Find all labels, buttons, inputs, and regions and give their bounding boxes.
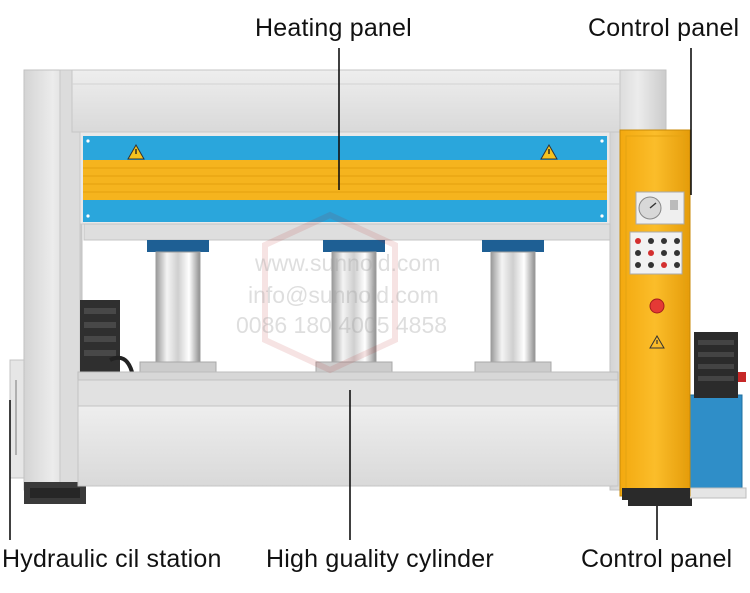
control-button (674, 250, 680, 256)
watermark-phone: 0086 180 4005 4858 (236, 312, 448, 338)
top-beam (71, 69, 621, 133)
indicator-light (661, 238, 667, 244)
label-hydraulic-station: Hydraulic cil station (2, 545, 222, 573)
heating-panel (79, 131, 611, 225)
control-cabinet (619, 129, 691, 500)
control-button (674, 262, 680, 268)
indicator-light (674, 238, 680, 244)
watermark-logo (262, 211, 398, 374)
warning-triangle-icon (649, 335, 665, 349)
indicator-light (635, 238, 641, 244)
hydraulic-station-right (685, 332, 747, 499)
warning-triangle-icon (540, 143, 558, 160)
emergency-stop-icon (649, 298, 665, 314)
control-button (648, 250, 654, 256)
warning-triangle-icon (127, 143, 145, 160)
label-control-panel-top: Control panel (588, 14, 740, 42)
cylinder-left (139, 240, 217, 391)
label-heating-panel: Heating panel (255, 14, 412, 42)
cylinder-right (474, 240, 552, 391)
label-control-panel-bottom: Control panel (581, 545, 733, 573)
lower-platen (77, 371, 619, 487)
watermark-website: www.sunnold.com (255, 250, 441, 276)
left-frame-post (23, 69, 86, 504)
upper-platen (83, 223, 611, 241)
label-cylinder: High guality cylinder (266, 545, 494, 573)
leader-lines (9, 48, 692, 540)
control-button (635, 250, 641, 256)
indicator-light (648, 238, 654, 244)
control-button (661, 262, 667, 268)
watermark-email: info@sunnold.com (248, 282, 439, 308)
control-button (648, 262, 654, 268)
control-button (635, 262, 641, 268)
control-button (661, 250, 667, 256)
pressure-gauge-icon (638, 196, 662, 220)
